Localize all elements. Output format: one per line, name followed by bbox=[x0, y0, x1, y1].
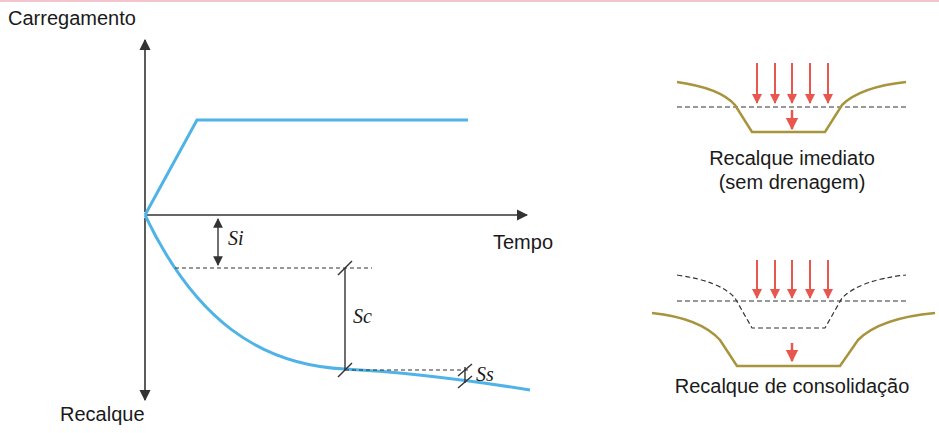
settlement-symbol: Ss bbox=[476, 362, 494, 386]
settlement-symbol: Sc bbox=[353, 304, 372, 328]
axis-label: Recalque bbox=[60, 402, 145, 426]
axis-label: Tempo bbox=[493, 230, 553, 254]
illustration-caption: Recalque imediato (sem drenagem) bbox=[692, 146, 892, 194]
illustration-caption: Recalque de consolidação bbox=[662, 374, 922, 398]
settlement-symbol: Si bbox=[228, 226, 244, 250]
axis-label: Carregamento bbox=[8, 6, 136, 30]
